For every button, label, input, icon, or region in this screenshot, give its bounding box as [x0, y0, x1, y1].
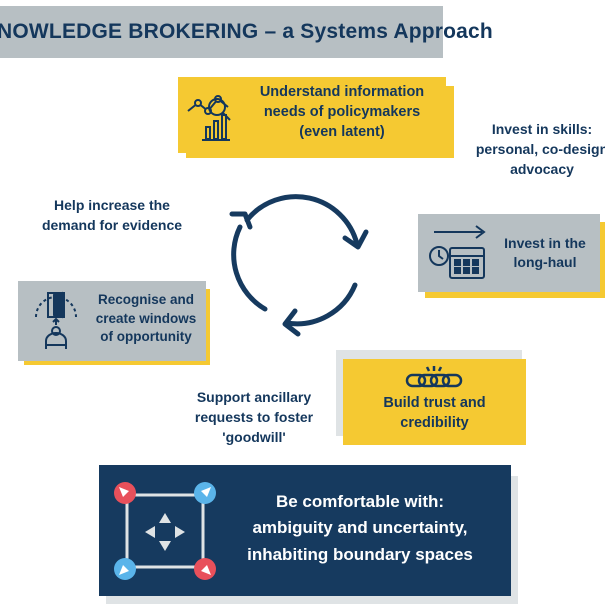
- cycle-arrows-icon: [225, 187, 375, 342]
- card-line: (even latent): [299, 124, 385, 140]
- card-build-trust: Build trust and credibility: [343, 359, 526, 445]
- title-banner: NOWLEDGE BROKERING – a Systems Approach: [0, 6, 493, 58]
- card-line: needs of policymakers: [263, 104, 421, 120]
- text-line: Invest in skills:: [491, 121, 593, 137]
- card-understand-information: Understand information needs of policyma…: [178, 77, 446, 153]
- card-line: Be comfortable with:: [275, 492, 445, 511]
- text-line: 'goodwill': [222, 428, 286, 445]
- text-line: Support ancillary: [196, 389, 312, 405]
- text-line: requests to foster: [194, 408, 314, 425]
- text-support-ancillary: Support ancillary requests to foster 'go…: [178, 388, 330, 448]
- chart-analysis-icon: [184, 85, 238, 143]
- card-line: create windows: [95, 310, 197, 326]
- card-line: inhabiting boundary spaces: [247, 544, 473, 564]
- chain-link-icon: [405, 365, 463, 391]
- card-recognise-windows: Recognise and create windows of opportun…: [18, 281, 206, 361]
- card-line: Build trust and: [383, 395, 486, 411]
- card-line: Recognise and: [97, 292, 195, 307]
- card-line: credibility: [400, 415, 469, 431]
- text-line: personal, co-design: [475, 140, 605, 157]
- card-line: Invest in the: [504, 235, 586, 251]
- text-line: advocacy: [510, 160, 574, 177]
- person-door-icon: [26, 287, 86, 353]
- card-line: long-haul: [513, 254, 577, 271]
- text-line: demand for evidence: [41, 216, 183, 233]
- text-help-demand: Help increase the demand for evidence: [32, 196, 192, 236]
- card-line: of opportunity: [100, 329, 192, 345]
- card-invest-long-haul: Invest in the long-haul: [418, 214, 600, 292]
- card-line: Understand information: [259, 84, 425, 100]
- calendar-clock-icon: [428, 222, 492, 284]
- page-title: NOWLEDGE BROKERING – a Systems Approach: [0, 20, 493, 43]
- boundary-arrows-icon: [109, 477, 219, 585]
- text-invest-skills: Invest in skills: personal, co-design ad…: [468, 120, 605, 180]
- card-be-comfortable: Be comfortable with: ambiguity and uncer…: [99, 465, 511, 596]
- text-line: Help increase the: [54, 197, 170, 213]
- card-line: ambiguity and uncertainty,: [252, 518, 468, 538]
